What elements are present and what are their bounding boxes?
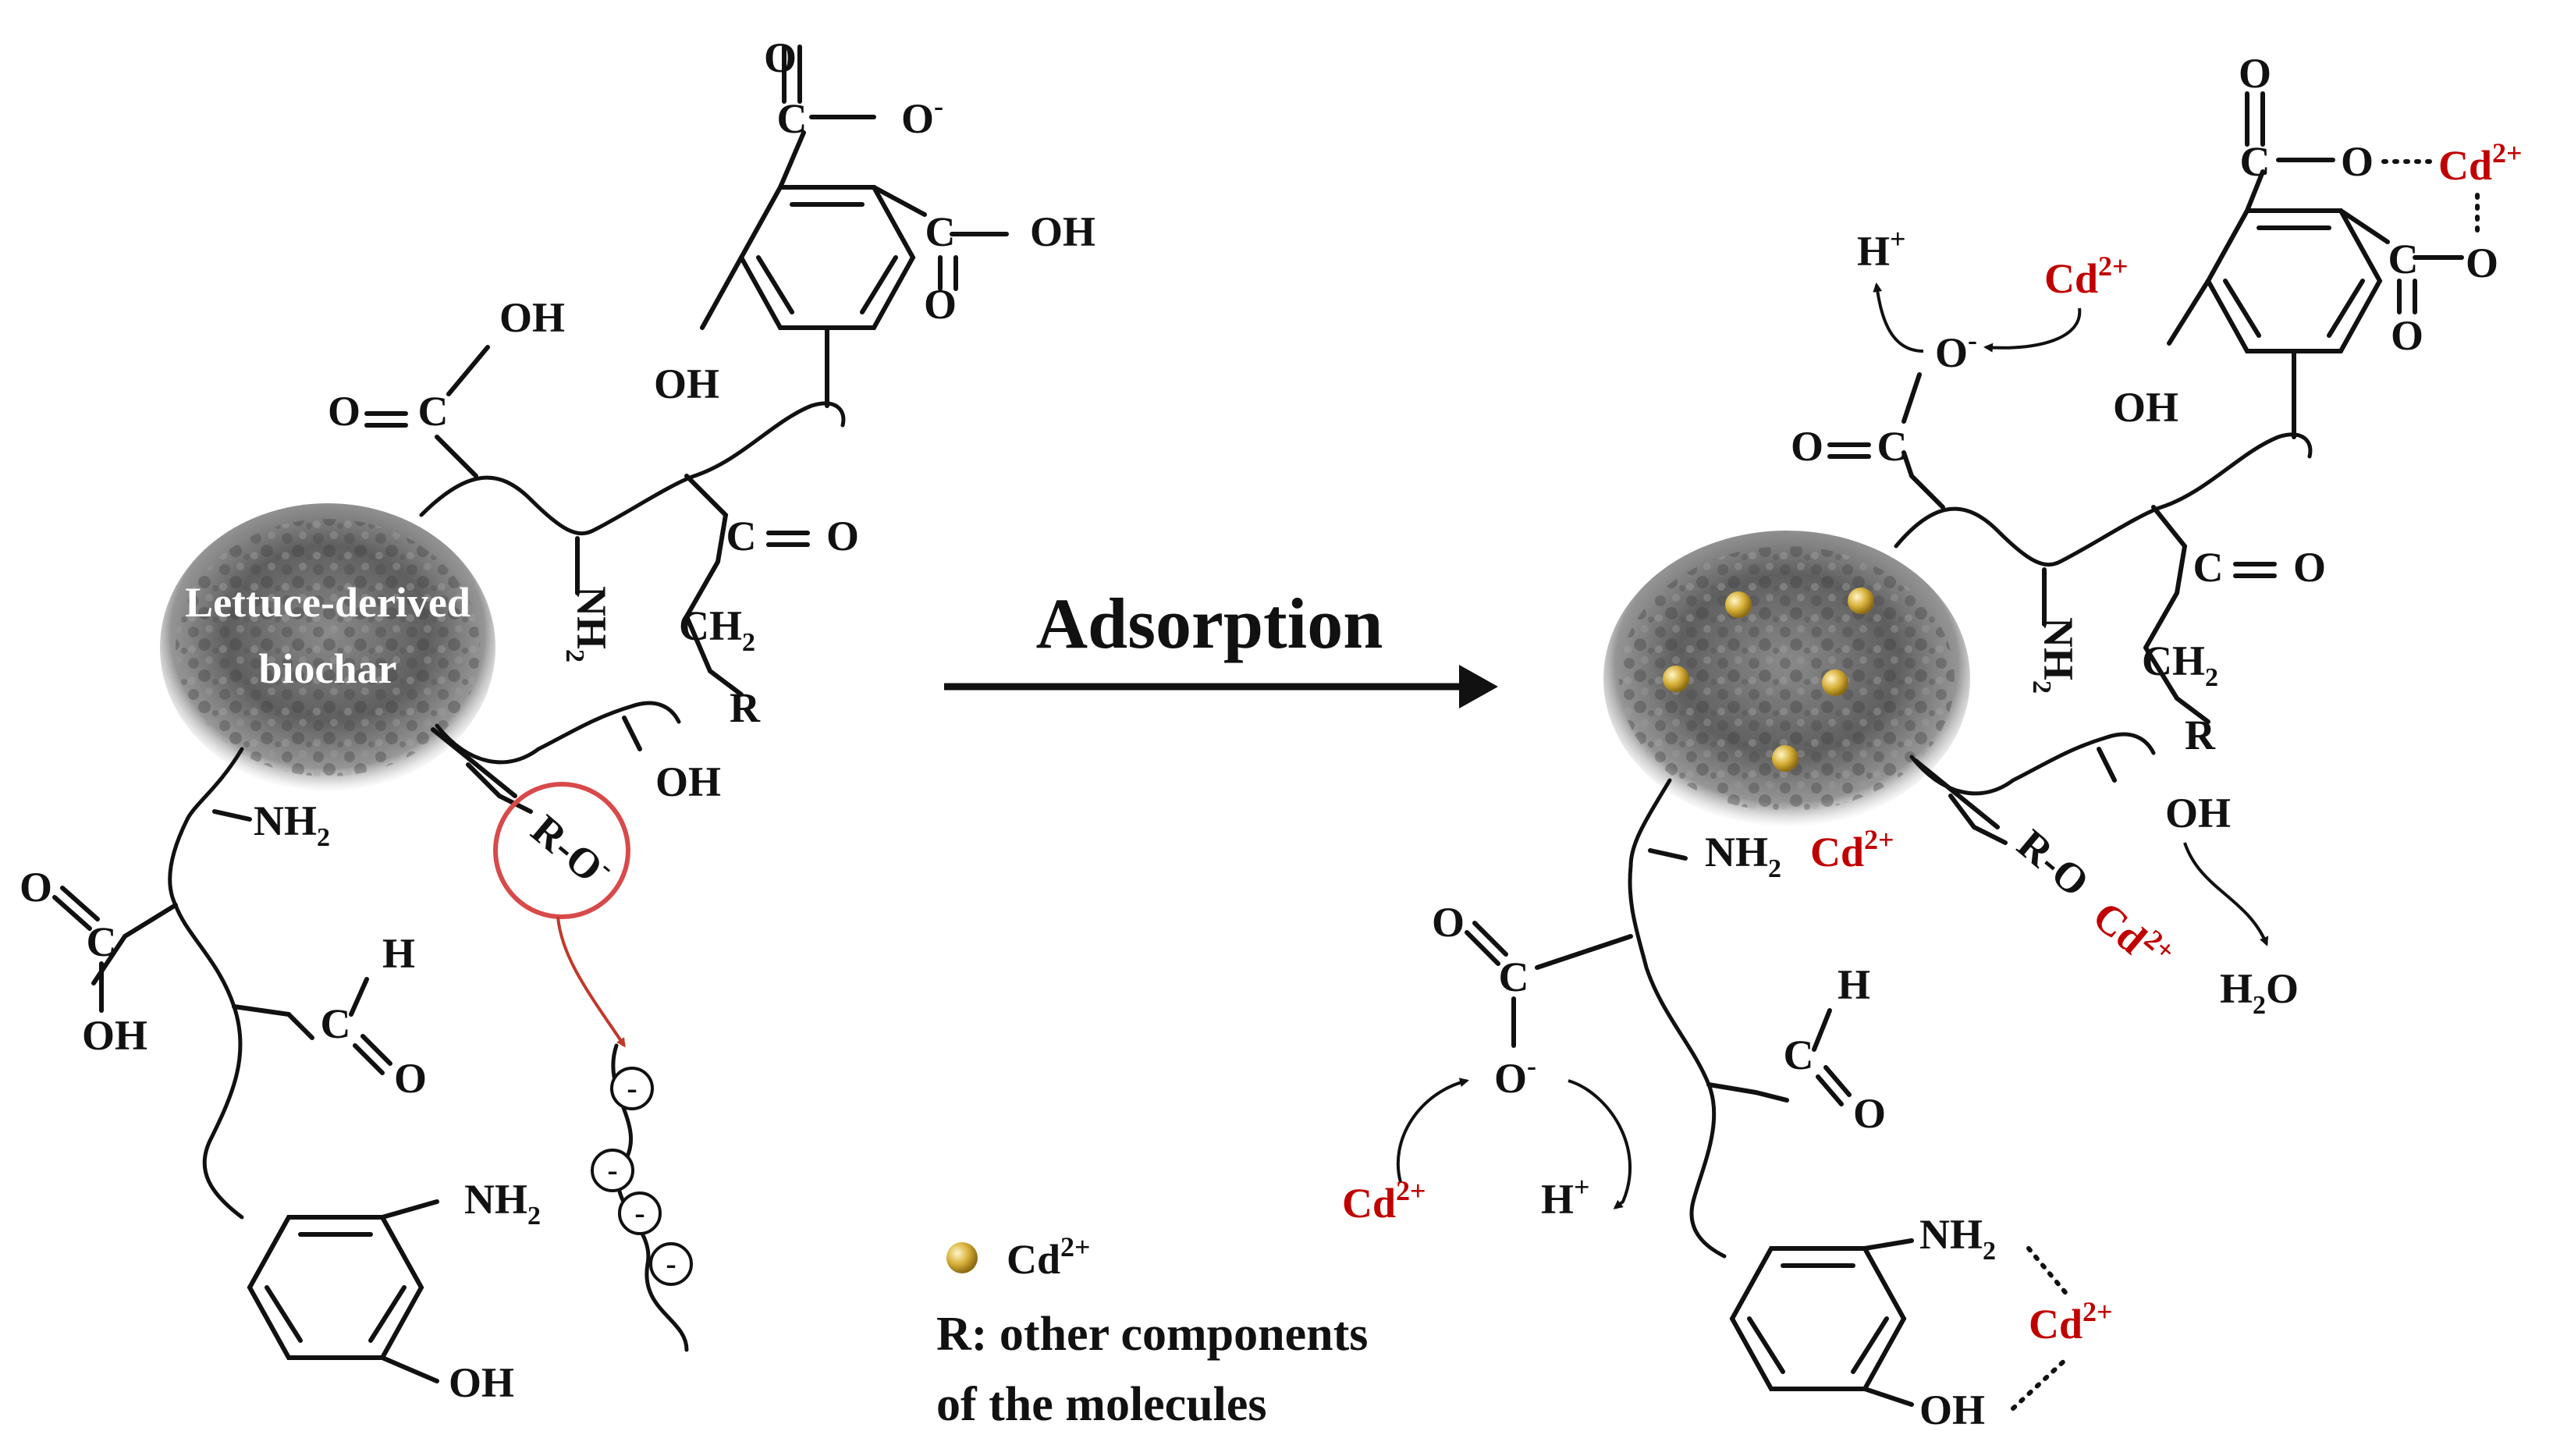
aniline-oh-right: OH — [1919, 1387, 1985, 1433]
phenol-oh: OH — [654, 360, 719, 407]
svg-text:O: O — [2341, 138, 2374, 185]
right-structure: O C O Cd2+ C O O OH H+ Cd2+ O- O C C O C… — [1342, 50, 2523, 1433]
aniline-oh-left: OH — [449, 1359, 514, 1406]
r-oxide-left: R-O- — [523, 802, 622, 897]
legend-r-note-line2: of the molecules — [936, 1378, 1267, 1431]
svg-text:-: - — [666, 1246, 676, 1281]
svg-text:C: C — [2240, 138, 2271, 185]
r-group-right: R — [2185, 712, 2216, 758]
aldehyde-h-right: H — [1838, 961, 1870, 1008]
biochar-particle-right — [1603, 531, 1970, 827]
legend-r-note-line1: R: other components — [936, 1308, 1368, 1361]
svg-text:C: C — [925, 208, 956, 255]
amine-left-low: NH2 — [254, 797, 330, 852]
cd-free-low: Cd2+ — [1342, 1175, 1426, 1227]
proton-top: H+ — [1857, 223, 1906, 275]
acid-o-right-top: O — [1791, 423, 1823, 470]
svg-text:O: O — [924, 281, 957, 328]
svg-text:C: C — [2388, 236, 2419, 282]
process-label: Adsorption — [1036, 584, 1383, 663]
biochar-label-line2: biochar — [258, 645, 396, 692]
acid-o-top: O — [328, 388, 360, 435]
cd-chelate-aniline: Cd2+ — [2029, 1296, 2113, 1348]
svg-text:O: O — [2239, 50, 2271, 97]
r-group-left: R — [730, 684, 761, 731]
biochar-label-line1: Lettuce-derived — [185, 579, 470, 626]
process-arrow: Adsorption — [944, 584, 1498, 708]
carboxylate-o-left: O- — [901, 91, 943, 142]
benzene-ring-left-bottom — [247, 1199, 439, 1383]
benzene-ring-left-top — [700, 185, 916, 408]
svg-text:O: O — [2293, 544, 2326, 591]
cd-chelate-top: Cd2+ — [2438, 137, 2523, 189]
carboxyl-oh: OH — [1030, 208, 1095, 255]
svg-text:-: - — [634, 1195, 644, 1230]
svg-text:C: C — [1784, 1032, 1814, 1078]
benzene-ring-right-bottom — [1729, 1238, 1914, 1407]
amine-vertical-left: NH2 — [560, 586, 615, 662]
methylene-right: CH2 — [2142, 637, 2218, 692]
cd-amine: Cd2+ — [1810, 824, 1894, 875]
aniline-nh2-right: NH2 — [1919, 1211, 1996, 1266]
svg-text:C: C — [1877, 423, 1908, 470]
legend: Cd2+ R: other components of the molecule… — [936, 1231, 1368, 1431]
left-structure: Lettuce-derived biochar — [20, 34, 1095, 1406]
svg-text:C: C — [2193, 544, 2224, 591]
svg-text:C: C — [87, 918, 117, 965]
methylene-left: CH2 — [679, 602, 755, 657]
oh-right-mid: OH — [2165, 790, 2231, 836]
aldehyde-h-left: H — [382, 930, 415, 977]
aldehyde-o-left: O — [394, 1055, 427, 1102]
cd-r-oxide: Cd2+ — [2084, 889, 2182, 982]
svg-text:-: - — [607, 1152, 617, 1188]
svg-text:C: C — [1499, 954, 1529, 1000]
phenol-oh-right: OH — [2113, 384, 2178, 431]
atom-c: C — [777, 95, 808, 142]
acid-o-right-low: O — [1432, 899, 1465, 946]
svg-text:O: O — [2466, 240, 2498, 286]
acid-oh-top: OH — [499, 294, 565, 341]
svg-text:C: C — [321, 1000, 351, 1047]
water-product: H2O — [2220, 965, 2299, 1020]
negative-charge-chain: - - - - — [591, 1043, 693, 1352]
oh-left-mid: OH — [655, 758, 721, 805]
proton-low: H+ — [1541, 1171, 1590, 1223]
r-oxide-right: R-O — [2008, 820, 2097, 906]
amine-vertical-right: NH2 — [2027, 617, 2082, 694]
acid-oh-left-low: OH — [82, 1012, 147, 1059]
biochar-particle-left — [160, 503, 495, 792]
aldehyde-o-right: O — [1853, 1090, 1886, 1137]
svg-text:O: O — [764, 34, 797, 81]
svg-text:O: O — [826, 513, 859, 559]
svg-text:C: C — [726, 513, 757, 559]
svg-text:-: - — [627, 1071, 637, 1106]
aniline-nh2-left: NH2 — [464, 1176, 541, 1230]
carboxylate-o-right-low: O- — [1494, 1050, 1536, 1102]
svg-text:C: C — [418, 388, 449, 435]
highlight-circle — [493, 782, 630, 919]
legend-ion-label: Cd2+ — [1007, 1231, 1091, 1283]
cd-legend-marker — [946, 1242, 978, 1273]
amine-right-low: NH2 — [1705, 829, 1781, 883]
carboxylate-o-right-top: O- — [1935, 325, 1977, 376]
benzene-ring-right-top — [2167, 208, 2383, 439]
acid-o-left-low: O — [20, 864, 52, 911]
svg-text:O: O — [2391, 312, 2423, 359]
cd-free-top: Cd2+ — [2044, 250, 2129, 302]
